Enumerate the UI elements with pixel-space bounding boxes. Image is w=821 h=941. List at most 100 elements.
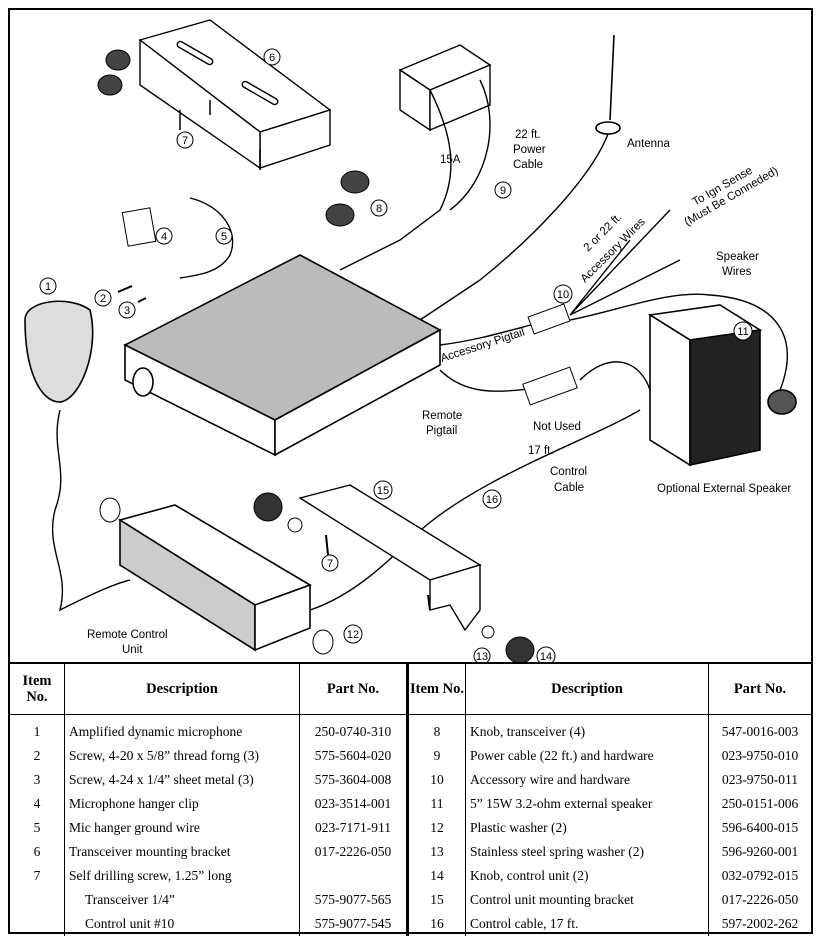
item-cell: 1 (10, 714, 65, 744)
screws (117, 285, 431, 611)
part-number-cell: 023-9750-010 (708, 744, 811, 768)
label-power-cable-1: 22 ft. (515, 129, 541, 141)
callout-2: 2 (94, 289, 112, 307)
label-control-cable-2: Control (550, 466, 587, 478)
part-number-cell: 596-6400-015 (708, 816, 811, 840)
description-cell: Mic hanger ground wire (64, 816, 300, 840)
item-cell: 3 (10, 768, 65, 792)
description-cell: Amplified dynamic microphone (64, 714, 300, 744)
part-number-cell: 023-7171-911 (299, 816, 408, 840)
header-item-left: Item No. (10, 664, 65, 715)
callout-1: 1 (39, 277, 57, 295)
description-cell: Microphone hanger clip (64, 792, 300, 816)
part-number-cell: 575-3604-008 (299, 768, 408, 792)
description-cell: Control unit mounting bracket (465, 888, 709, 912)
svg-text:15: 15 (377, 485, 389, 497)
item-cell: 16 (406, 912, 466, 936)
svg-text:14: 14 (540, 651, 552, 662)
callout-7-bottom: 7 (321, 554, 339, 572)
item-cell: 10 (406, 768, 466, 792)
label-power-cable-3: Cable (513, 159, 543, 171)
installation-diagram: 1 2 3 4 5 6 7 8 9 10 11 12 13 14 15 16 7… (24, 19, 797, 662)
part-number-cell: 017-2226-050 (708, 888, 811, 912)
label-not-used: Not Used (533, 421, 581, 433)
part-number-cell: 597-2002-262 (708, 912, 811, 936)
svg-text:1: 1 (45, 281, 51, 293)
part-number-cell (299, 864, 408, 888)
microphone (24, 300, 94, 403)
part-number-cell: 250-0151-006 (708, 792, 811, 816)
label-remote-pigtail-2: Pigtail (426, 425, 457, 437)
callout-3: 3 (118, 301, 136, 319)
item-cell: 14 (406, 864, 466, 888)
ground-wire (179, 197, 234, 279)
callout-9: 9 (494, 181, 512, 199)
item-cell: 4 (10, 792, 65, 816)
description-cell: Screw, 4-24 x 1/4” sheet metal (3) (64, 768, 300, 792)
description-cell: Self drilling screw, 1.25” long (64, 864, 300, 888)
label-speaker-wires-2: Wires (722, 266, 752, 278)
header-item-right: Item No. (406, 664, 466, 715)
transceiver-mounting-bracket (138, 19, 332, 170)
description-cell: Control unit #10 (64, 912, 300, 936)
svg-text:16: 16 (486, 494, 498, 506)
control-unit-bracket (298, 484, 482, 632)
callout-14: 14 (536, 646, 556, 662)
label-remote-unit-1: Remote Control (87, 629, 168, 641)
svg-text:8: 8 (376, 203, 382, 215)
table-header-row: Item No. Description Part No. Item No. D… (10, 664, 811, 715)
part-number-cell: 547-0016-003 (708, 714, 811, 744)
screw-7-top (179, 100, 261, 170)
item-cell: 15 (406, 888, 466, 912)
callout-7: 7 (176, 131, 194, 149)
description-cell: Stainless steel spring washer (2) (465, 840, 709, 864)
item-cell: 11 (406, 792, 466, 816)
battery (398, 44, 492, 132)
description-cell: Control cable, 17 ft. (465, 912, 709, 936)
svg-text:6: 6 (269, 52, 275, 64)
item-cell: 7 (10, 864, 65, 888)
transceiver-knobs (97, 49, 370, 227)
callout-8: 8 (370, 199, 388, 217)
item-cell: 12 (406, 816, 466, 840)
svg-text:9: 9 (500, 185, 506, 197)
description-cell: Transceiver mounting bracket (64, 840, 300, 864)
callout-12: 12 (343, 624, 363, 644)
description-cell: Transceiver 1/4” (64, 888, 300, 912)
label-power-cable-2: Power (513, 144, 546, 156)
label-control-cable-3: Cable (554, 482, 584, 494)
callout-11: 11 (733, 321, 753, 341)
part-number-cell: 023-3514-001 (299, 792, 408, 816)
part-number-cell: 575-9077-565 (299, 888, 408, 912)
callout-15: 15 (373, 480, 393, 500)
label-optional-speaker: Optional External Speaker (657, 483, 791, 495)
label-remote-unit-2: Unit (122, 644, 143, 656)
item-cell: 8 (406, 714, 466, 744)
part-number-cell: 017-2226-050 (299, 840, 408, 864)
svg-text:3: 3 (124, 305, 130, 317)
callout-13: 13 (473, 647, 491, 662)
item-cell: 2 (10, 744, 65, 768)
antenna (595, 34, 621, 135)
item-cell: 13 (406, 840, 466, 864)
svg-text:11: 11 (737, 326, 748, 338)
parts-list-table: Item No. Description Part No. Item No. D… (10, 662, 811, 936)
label-accessory-pigtail: Accessory Pigtail (439, 326, 526, 364)
label-control-cable-1: 17 ft. (528, 445, 554, 457)
external-speaker (647, 304, 797, 467)
part-number-cell: 023-9750-011 (708, 768, 811, 792)
accessory-connector (522, 303, 578, 406)
header-description-left: Description (64, 664, 300, 715)
callout-5: 5 (215, 227, 233, 245)
svg-text:2: 2 (100, 293, 106, 305)
label-fuse: 15A (440, 154, 461, 166)
remote-control-unit (118, 504, 312, 652)
installation-figure: 1 2 3 4 5 6 7 8 9 10 11 12 13 14 15 16 7… (8, 8, 813, 936)
callout-10: 10 (553, 284, 573, 304)
item-cell: 6 (10, 840, 65, 864)
